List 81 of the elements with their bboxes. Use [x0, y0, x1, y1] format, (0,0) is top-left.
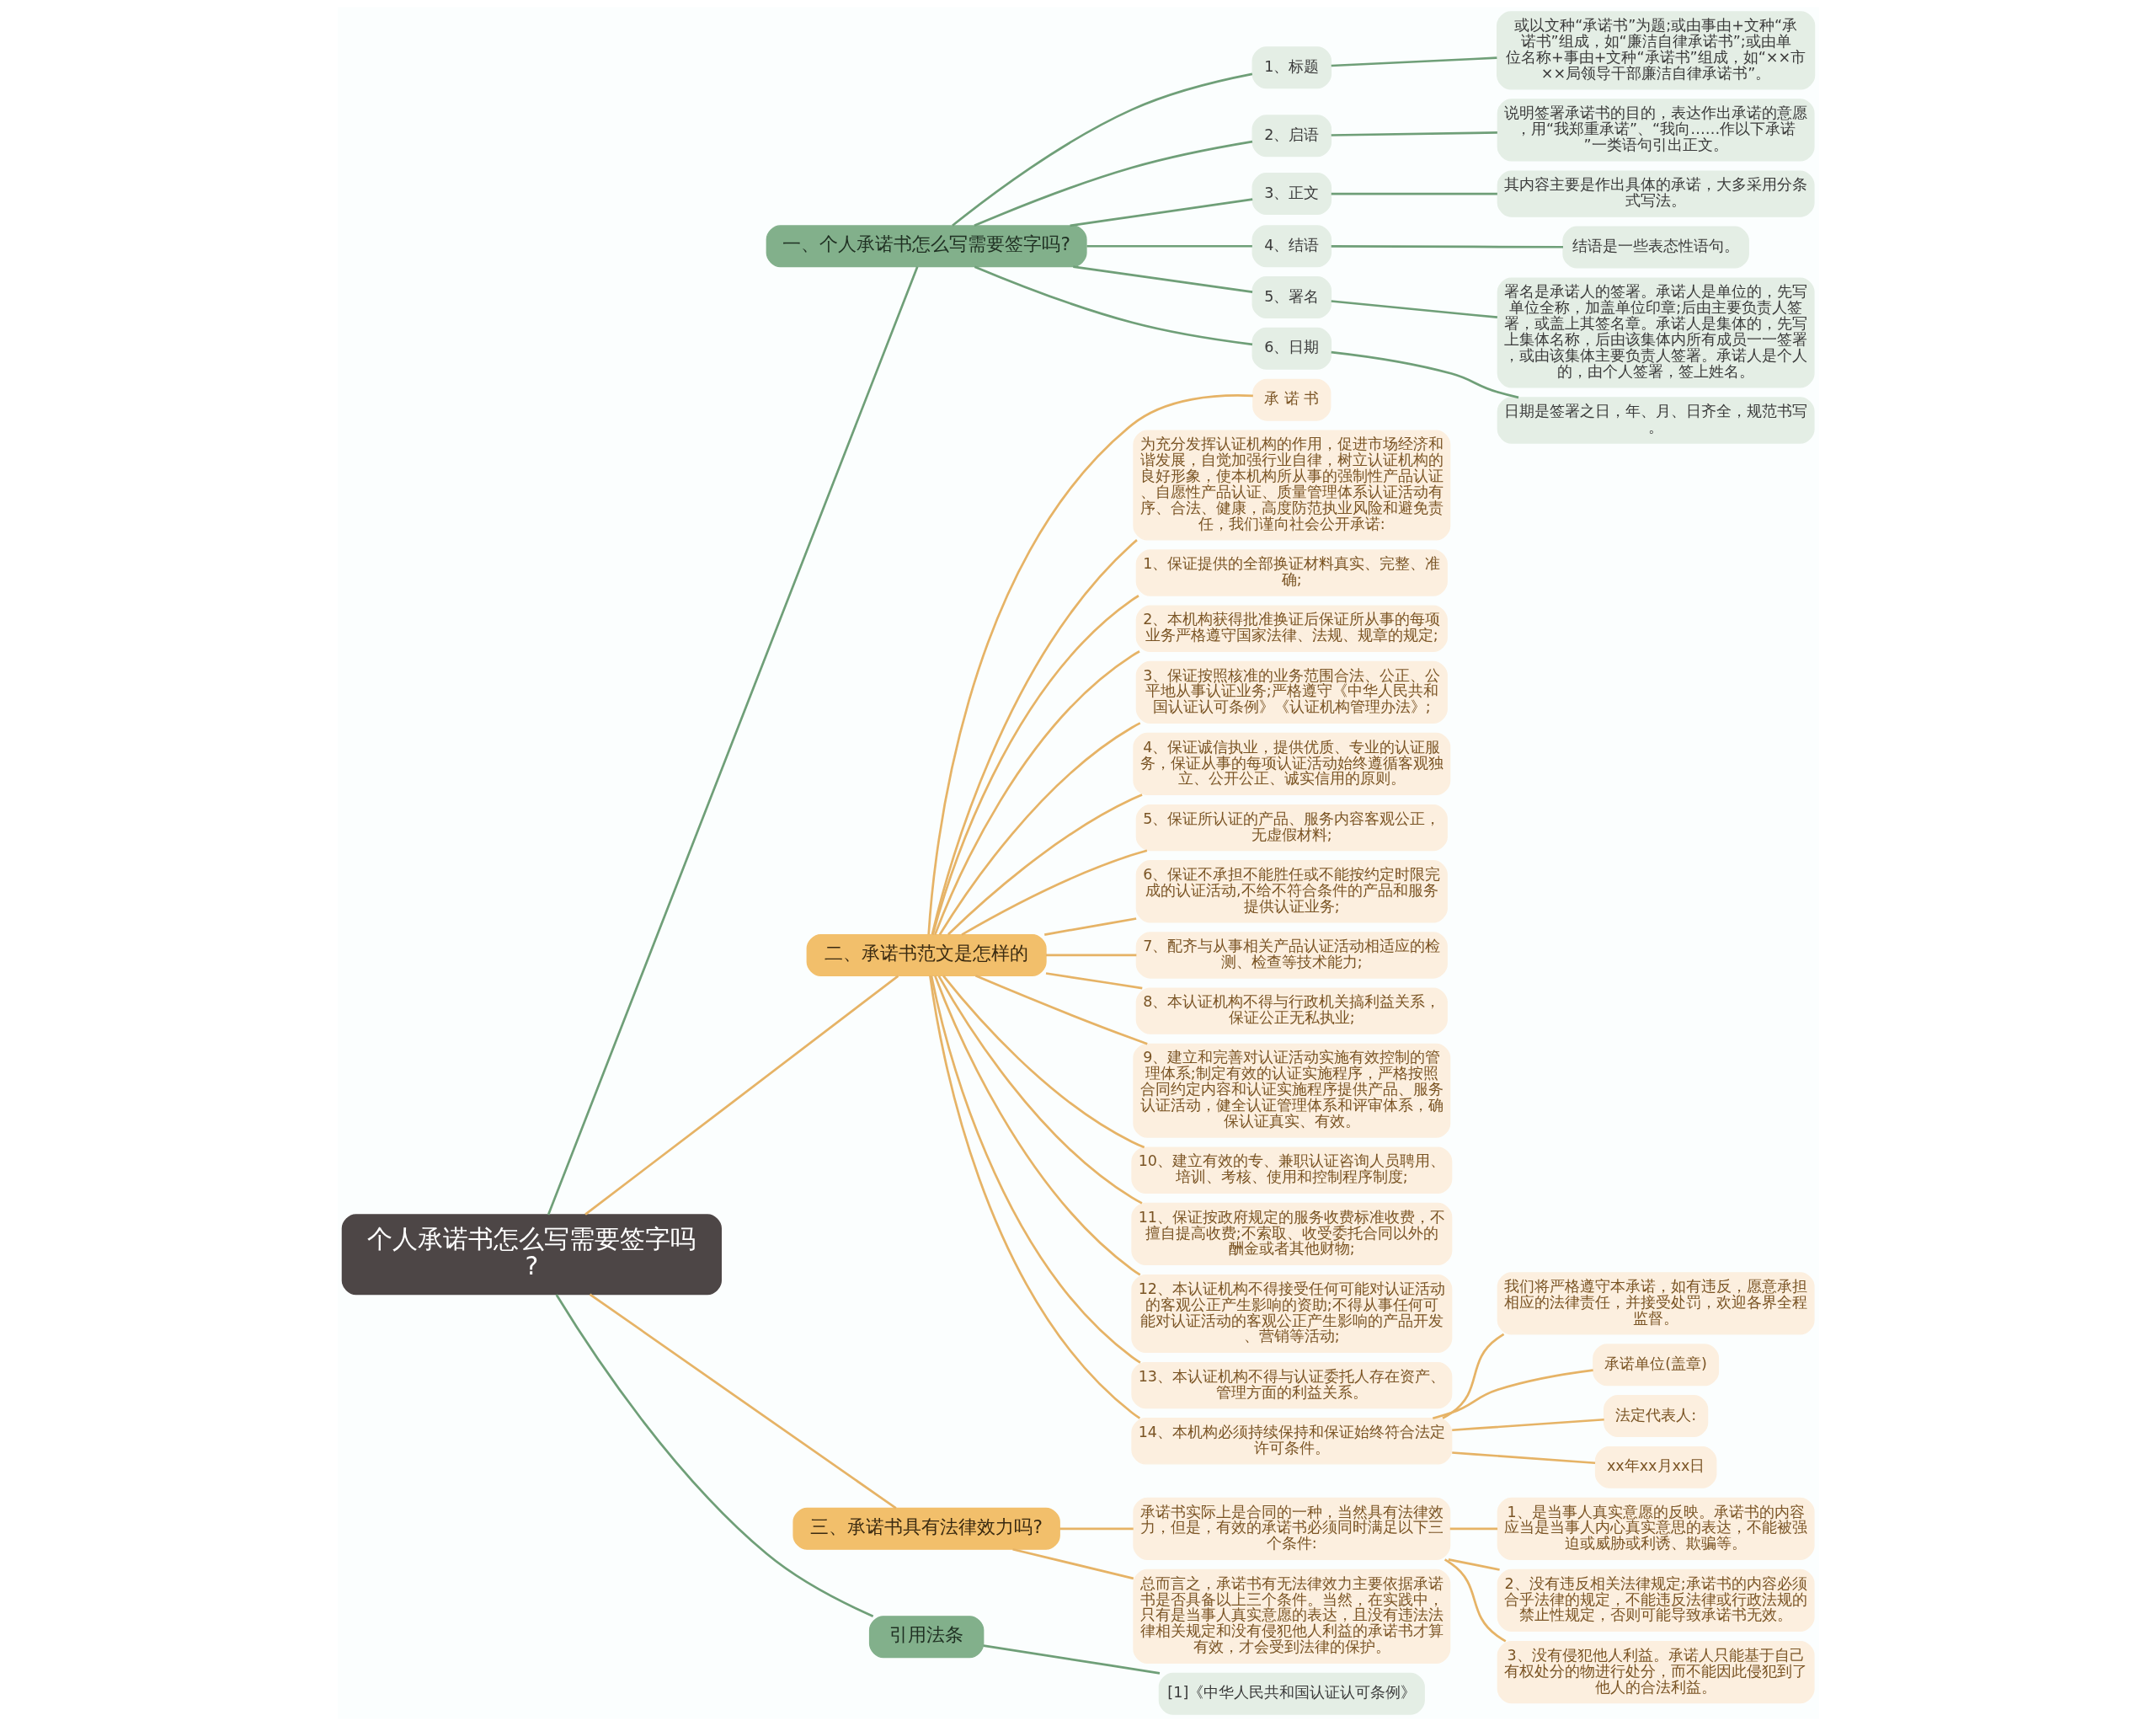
connector [974, 265, 1252, 346]
connector [1441, 1333, 1504, 1419]
connector [960, 849, 1147, 936]
node-box: 9、建立和完善对认证活动实施有效控制的管理体系;制定有效的认证实施程序，严格按照合同约定内容和认证实施程序提供产品、服务认证活动，健全认证管理体系和评审体系，确保认证真实、有效。 [1132, 1043, 1450, 1138]
connector [589, 1293, 897, 1510]
connector [983, 1644, 1160, 1675]
node-box: 3、保证按照核准的业务范围合法、公正、公平地从事认证业务;严格遵守《中华人民共和国认证认可条例》《认证机构管理办法》; [1135, 660, 1448, 724]
node-box: 或以文种“承诺书”为题;或由事由+文种“承诺书”组成，如“廉洁自律承诺书”;或由单位名称+事由+文种“承诺书”组成，如“××市××局领导干部廉洁自律承诺书”。 [1496, 11, 1815, 90]
connector [584, 975, 899, 1216]
connector [1331, 350, 1518, 399]
connector [933, 650, 1140, 935]
node-box: 引用法条 [868, 1616, 984, 1659]
node-box: 为充分发挥认证机构的作用，促进市场经济和谐发展，自觉加强行业自律，树立认证机构的良好形象，使本机构所从事的强制性产品认证、自愿性产品认证、质量管理体系认证活动有序、合法、健康，高度防范执业风险和避免责任，我们谨向社会公开承诺: [1132, 430, 1450, 541]
connector [933, 975, 1140, 1276]
node-box: 5、保证所认证的产品、服务内容客观公正，无虚假材料; [1135, 804, 1448, 852]
connector [937, 975, 1143, 1205]
node-box: 10、建立有效的专、兼职认证咨询人员聘用、培训、考核、使用和控制程序制度; [1130, 1146, 1452, 1194]
connector [974, 975, 1148, 1045]
connector [942, 975, 1145, 1149]
connector [1086, 244, 1252, 248]
connector [951, 72, 1252, 227]
node-box: 日期是签署之日，年、月、日齐全，规范书写。 [1497, 397, 1815, 444]
connector [1451, 1451, 1595, 1465]
connector [1331, 131, 1497, 136]
node-box: 一、个人承诺书怎么写需要签字吗? [766, 225, 1087, 268]
node-box: 我们将严格遵守本承诺，如有违反，愿意承担相应的法律责任，并接受处罚，欢迎各界全程监督。 [1497, 1272, 1815, 1335]
connector [1331, 300, 1497, 319]
connector [1331, 56, 1497, 67]
node-box: 总而言之，承诺书有无法律效力主要依据承诺书是否具备以上三个条件。当然，在实践中，只有是当事人真实意愿的表达，且没有违法法律相关规定和没有侵犯他人利益的承诺书才算有效，才会受到法律的保护。 [1132, 1568, 1450, 1664]
node-box: 2、启语 [1251, 115, 1331, 158]
connector [1069, 198, 1252, 227]
node-box: 承 诺 书 [1251, 378, 1331, 421]
node-box: 6、保证不承担不能胜任或不能按约定时限完成的认证活动,不给不符合条件的产品和服务提供认证业务; [1135, 860, 1448, 923]
node-box: 2、没有违反相关法律规定;承诺书的内容必须合乎法律的规定，不能违反法律或行政法规的禁止性规定，否则可能导致承诺书无效。 [1497, 1568, 1815, 1632]
node-box: 4、保证诚信执业，提供优质、专业的认证服务，保证从事的每项认证活动始终遵循客观独立、公开公正、诚实信用的原则。 [1132, 732, 1450, 796]
connector [1331, 192, 1497, 195]
connector [547, 266, 918, 1216]
node-box: 结语是一些表态性语句。 [1561, 226, 1749, 269]
node-box: 承诺书实际上是合同的一种，当然具有法律效力，但是，有效的承诺书必须同时满足以下三个条件: [1132, 1497, 1450, 1560]
connector [1043, 917, 1136, 936]
connector [1432, 1369, 1593, 1420]
node-box: 署名是承诺人的签署。承诺人是单位的，先写单位全称，加盖单位印章;后由主要负责人签署，或盖上其签名章。承诺人是集体的，先写上集体名称，后由该集体内所有成员一一签署，或由该集体主要负责人签署。承诺人是个人的，由个人签署，签上姓名。 [1497, 277, 1815, 388]
node-box: 13、本认证机构不得与认证委托人存在资产、管理方面的利益关系。 [1130, 1361, 1452, 1409]
node-box: 三、承诺书具有法律效力吗? [792, 1507, 1060, 1550]
node-box: 2、本机构获得批准换证后保证所从事的每项业务严格遵守国家法律、法规、规章的规定; [1135, 605, 1448, 652]
connector [1059, 1527, 1134, 1531]
node-box: 7、配齐与从事相关产品认证活动相适应的检测、检查等技术能力; [1135, 932, 1448, 979]
connector [1444, 1558, 1506, 1643]
node-box: 1、标题 [1251, 46, 1331, 89]
node-box: 3、没有侵犯他人利益。承诺人只能基于自己有权处分的物进行处分，而不能因此侵犯到了他人的合法利益。 [1497, 1640, 1815, 1704]
node-box: 法定代表人: [1603, 1395, 1708, 1438]
node-box: 8、本认证机构不得与行政机关搞利益关系，保证公正无私执业; [1135, 987, 1448, 1034]
node-box: 11、保证按政府规定的服务收费标准收费，不擅自提高收费;不索取、收受委托合同以外的酬金或者其他财物; [1130, 1202, 1452, 1266]
node-box: 4、结语 [1251, 225, 1331, 268]
node-box: 12、本认证机构不得接受任何可能对认证活动的客观公正产生影响的资助;不得从事任何可能对认证活动的客观公正产生影响的产品开发、营销等活动; [1130, 1274, 1452, 1354]
node-box: 二、承诺书范文是怎样的 [806, 933, 1047, 976]
connector [1331, 245, 1563, 248]
connector [1449, 1527, 1497, 1531]
connector [938, 722, 1140, 936]
connector [1045, 972, 1142, 990]
node-box: [1]《中华人民共和国认证认可条例》 [1158, 1672, 1425, 1715]
node-box: 14、本机构必须持续保持和保证始终符合法定许可条件。 [1130, 1418, 1452, 1465]
node-box: 1、是当事人真实意愿的反映。承诺书的内容应当是当事人内心真实意思的表达，不能被强迫或威胁或利诱、欺骗等。 [1497, 1497, 1815, 1560]
connector [1451, 1418, 1604, 1432]
connector [555, 1294, 873, 1617]
node-box: 3、正文 [1251, 173, 1331, 216]
connector [1045, 954, 1136, 957]
connector [926, 394, 1253, 935]
node-box: 其内容主要是作出具体的承诺，大多采用分条式写法。 [1497, 170, 1815, 217]
connector [1072, 265, 1252, 293]
connector [947, 794, 1143, 936]
node-box: 6、日期 [1251, 327, 1331, 370]
node-box: 说明签署承诺书的目的，表达作出承诺的意愿，用“我郑重承诺”、“我向……作以下承诺”一类语句引出正文。 [1497, 99, 1815, 162]
node-box: 个人承诺书怎么写需要签字吗? [341, 1214, 722, 1296]
node-box: 承诺单位(盖章) [1592, 1344, 1719, 1387]
node-box: xx年xx月xx日 [1594, 1445, 1716, 1488]
node-box: 5、署名 [1251, 276, 1331, 319]
connector [973, 140, 1252, 227]
node-box: 1、保证提供的全部换证材料真实、完整、准确; [1135, 549, 1448, 596]
connector [1011, 1547, 1134, 1580]
connector [1448, 1558, 1500, 1571]
